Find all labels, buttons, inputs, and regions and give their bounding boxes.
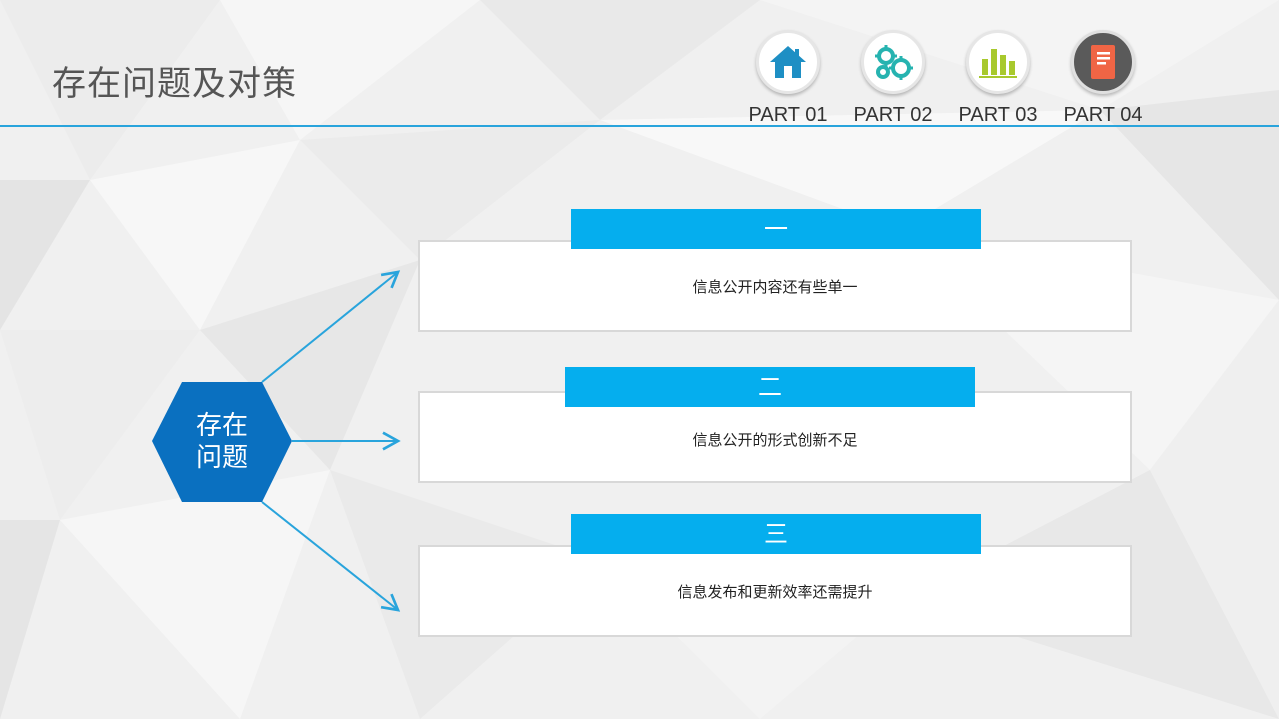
item-card-1: 信息公开内容还有些单一 — [418, 240, 1132, 332]
page-title: 存在问题及对策 — [52, 64, 297, 104]
nav-part-01-label: PART 01 — [748, 104, 828, 126]
document-icon — [1091, 45, 1115, 79]
center-hexagon-label: 存在 问题 — [152, 410, 292, 474]
nav-part-04-badge — [1071, 30, 1135, 94]
nav-part-04[interactable]: PART 04 — [1053, 26, 1153, 127]
item-text-3: 信息发布和更新效率还需提升 — [677, 583, 873, 601]
nav-part-01-badge — [756, 30, 820, 94]
center-label-line-1: 存在 — [195, 411, 248, 441]
gears-icon — [875, 45, 913, 80]
item-text-1: 信息公开内容还有些单一 — [692, 278, 858, 296]
part-navigation: PART 01 PART 02 — [738, 26, 1158, 126]
item-card-3: 信息发布和更新效率还需提升 — [418, 545, 1132, 637]
nav-part-02[interactable]: PART 02 — [843, 26, 943, 127]
nav-part-04-label: PART 04 — [1063, 104, 1143, 126]
arrow-to-item-3 — [261, 501, 401, 612]
item-number-band-1: 一 — [571, 209, 981, 249]
nav-part-03[interactable]: PART 03 — [948, 26, 1048, 127]
arrow-to-item-1 — [261, 270, 401, 383]
home-icon — [770, 46, 806, 78]
item-number-band-3: 三 — [571, 514, 981, 554]
nav-part-03-label: PART 03 — [958, 104, 1038, 126]
title-divider — [0, 125, 1279, 127]
item-number-band-2: 二 — [565, 367, 975, 407]
nav-part-02-label: PART 02 — [853, 104, 933, 126]
bar-chart-icon — [979, 49, 1017, 78]
center-label-line-2: 问题 — [195, 443, 248, 473]
item-text-2: 信息公开的形式创新不足 — [692, 431, 858, 449]
nav-part-01[interactable]: PART 01 — [738, 26, 838, 127]
nav-part-02-badge — [861, 30, 925, 94]
nav-part-03-badge — [966, 30, 1030, 94]
center-hexagon — [152, 382, 292, 502]
